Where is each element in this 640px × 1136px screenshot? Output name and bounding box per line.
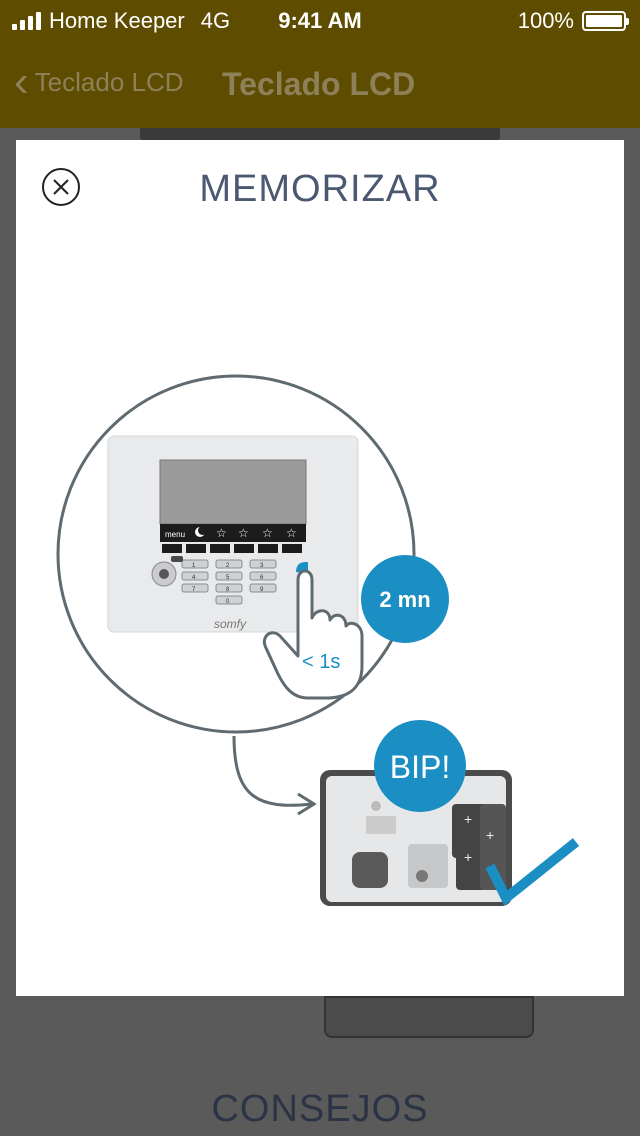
central-unit-image: + + + [320,770,512,906]
svg-text:+: + [464,811,472,827]
modal-title: MEMORIZAR [199,168,441,210]
brand-logo: somfy [214,617,247,631]
timer-badge [361,555,449,643]
beep-badge [374,720,466,812]
memorize-illustration: menu ☆ ☆ ☆ ☆ 1 2 3 4 5 [56,374,580,906]
status-bar: Home Keeper 4G 9:41 AM 100% [0,0,640,40]
close-icon [53,179,69,195]
keypad-menu-label: menu [165,530,185,539]
chevron-left-icon: ‹ [14,57,29,106]
background-device-image [140,128,500,142]
numeric-keys: 1 2 3 4 5 6 7 8 9 0 [181,559,277,605]
background-central-unit-image [324,996,534,1038]
battery-icon [582,11,629,31]
pointing-hand-icon [263,569,364,700]
key-4: 4 [192,575,196,581]
svg-text:+: + [464,849,472,865]
network-label: 4G [200,8,231,33]
back-button-label: Teclado LCD [34,66,184,97]
press-duration-label: < 1s [302,651,340,673]
navigation-bar: ‹ Teclado LCD Teclado LCD [0,40,640,128]
key-6: 6 [260,575,264,581]
beep-badge-label: BIP! [390,749,450,785]
back-button[interactable]: ‹ Teclado LCD [14,57,184,106]
status-right: 100% [517,8,629,34]
key-2: 2 [226,563,230,569]
timer-badge-label: 2 mn [379,587,430,612]
status-time: 9:41 AM [278,8,362,33]
svg-text:☆: ☆ [262,526,273,540]
tips-heading: CONSEJOS [211,1088,429,1130]
key-0: 0 [226,599,230,605]
memorize-modal: MEMORIZAR menu ☆ ☆ ☆ ☆ [16,140,624,996]
carrier-label: Home Keeper [49,8,185,33]
key-9: 9 [260,587,264,593]
page-title: Teclado LCD [222,66,416,102]
svg-text:☆: ☆ [238,526,249,540]
key-3: 3 [260,563,264,569]
close-button[interactable] [42,168,80,206]
svg-text:☆: ☆ [286,526,297,540]
keypad-screen [159,459,307,525]
key-5: 5 [226,575,230,581]
checkmark-icon [485,838,580,906]
battery-percent: 100% [517,8,574,33]
status-left: Home Keeper 4G [12,8,230,34]
svg-text:☆: ☆ [216,526,227,540]
svg-text:+: + [486,827,494,843]
signal-icon [12,12,41,30]
flow-arrow [232,735,313,807]
key-7: 7 [192,587,196,593]
key-1: 1 [192,563,196,569]
key-8: 8 [226,587,230,593]
